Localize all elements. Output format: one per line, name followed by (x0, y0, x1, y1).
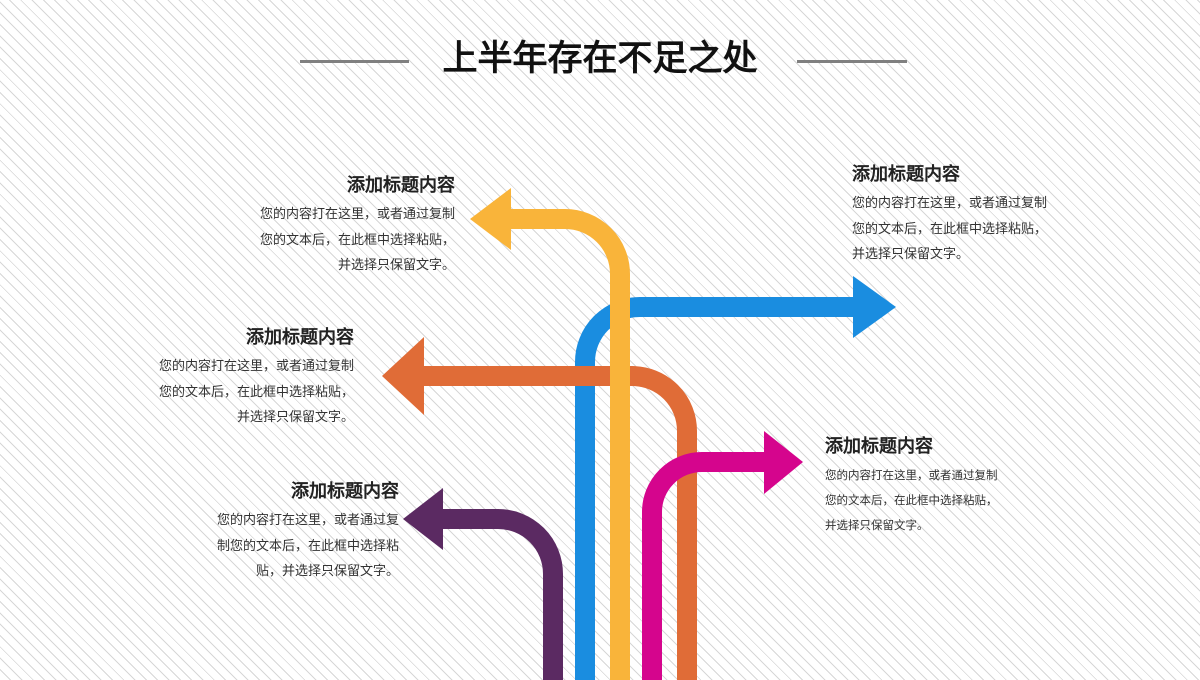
page-title: 上半年存在不足之处 (442, 39, 758, 79)
blue-arrow-shaft (575, 297, 856, 680)
orange-arrow-shaft (420, 366, 697, 680)
magenta-arrow (642, 431, 803, 680)
purple-arrow (403, 488, 563, 680)
block-line: 您的内容打在这里，或者通过复 (216, 513, 399, 528)
text-block-middle-left: 添加标题内容 您的内容打在这里，或者通过复制 您的文本后，在此框中选择粘贴， 并… (159, 327, 354, 431)
orange-arrow-head (382, 337, 424, 415)
purple-arrow-head (403, 488, 443, 550)
text-block-bottom-left: 添加标题内容 您的内容打在这里，或者通过复 制您的文本后，在此框中选择粘 贴，并… (217, 481, 399, 585)
yellow-arrow-shaft (508, 209, 630, 680)
magenta-arrow-shaft (642, 452, 767, 680)
block-line: 您的文本后，在此框中选择粘贴， (158, 384, 354, 400)
block-line: 并选择只保留文字。 (852, 247, 970, 262)
block-title: 添加标题内容 (246, 327, 354, 348)
purple-arrow-shaft (442, 509, 563, 680)
yellow-arrow-head (470, 188, 511, 250)
block-line: 您的内容打在这里，或者通过复制 (158, 359, 354, 374)
block-title: 添加标题内容 (347, 175, 455, 196)
block-line: 您的内容打在这里，或者通过复制 (825, 468, 998, 482)
block-line: 并选择只保留文字。 (825, 518, 929, 532)
block-title: 添加标题内容 (825, 436, 933, 457)
block-line: 您的文本后，在此框中选择粘贴， (259, 232, 455, 248)
blue-arrow (575, 276, 896, 680)
text-block-middle-right: 添加标题内容 您的内容打在这里，或者通过复制 您的文本后，在此框中选择粘贴， 并… (825, 436, 998, 538)
block-title: 添加标题内容 (291, 481, 399, 502)
block-line: 您的内容打在这里，或者通过复制 (259, 207, 455, 222)
blue-arrow-head (853, 276, 896, 338)
block-line: 并选择只保留文字。 (236, 410, 354, 425)
text-block-top-left: 添加标题内容 您的内容打在这里，或者通过复制 您的文本后，在此框中选择粘贴， 并… (260, 175, 455, 279)
block-line: 并选择只保留文字。 (337, 258, 455, 273)
block-line: 制您的文本后，在此框中选择粘 (216, 538, 399, 554)
text-block-top-right: 添加标题内容 您的内容打在这里，或者通过复制 您的文本后，在此框中选择粘贴， 并… (852, 164, 1047, 268)
block-title: 添加标题内容 (852, 164, 960, 185)
block-line: 您的文本后，在此框中选择粘贴， (852, 221, 1048, 237)
title-divider-right (797, 60, 907, 63)
title-divider-left (300, 60, 409, 63)
magenta-arrow-head (764, 431, 803, 494)
block-line: 您的内容打在这里，或者通过复制 (852, 196, 1048, 211)
orange-arrow (382, 337, 697, 680)
block-line: 您的文本后，在此框中选择粘贴， (825, 493, 998, 507)
block-line: 贴，并选择只保留文字。 (255, 564, 399, 579)
yellow-arrow (470, 188, 630, 680)
